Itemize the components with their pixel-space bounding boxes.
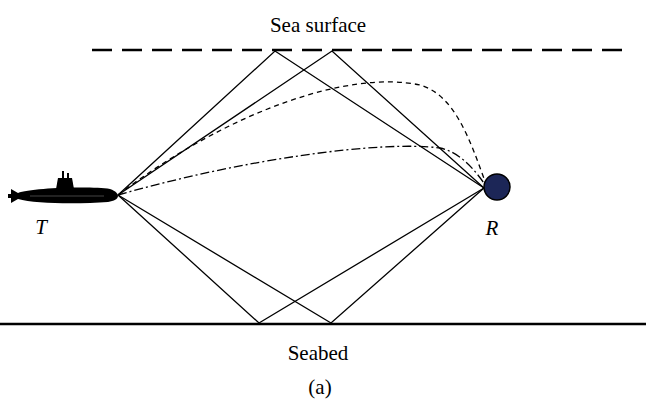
surface-ray	[118, 51, 484, 195]
receiver-label: R	[486, 217, 499, 240]
figure-caption: (a)	[308, 376, 331, 399]
ray-paths	[118, 51, 486, 323]
sea-surface-line	[92, 49, 630, 52]
transmitter-label: T	[35, 216, 47, 239]
surface-ray	[118, 51, 484, 195]
seabed-line	[0, 323, 646, 326]
seabed-label: Seabed	[288, 342, 349, 365]
refracted-ray	[118, 82, 486, 195]
receiver-circle	[484, 174, 510, 200]
refracted-ray	[118, 146, 486, 195]
seabed-ray	[118, 188, 484, 323]
surface-label: Sea surface	[270, 14, 366, 37]
seabed-ray	[118, 188, 484, 323]
submarine-icon	[8, 171, 118, 203]
